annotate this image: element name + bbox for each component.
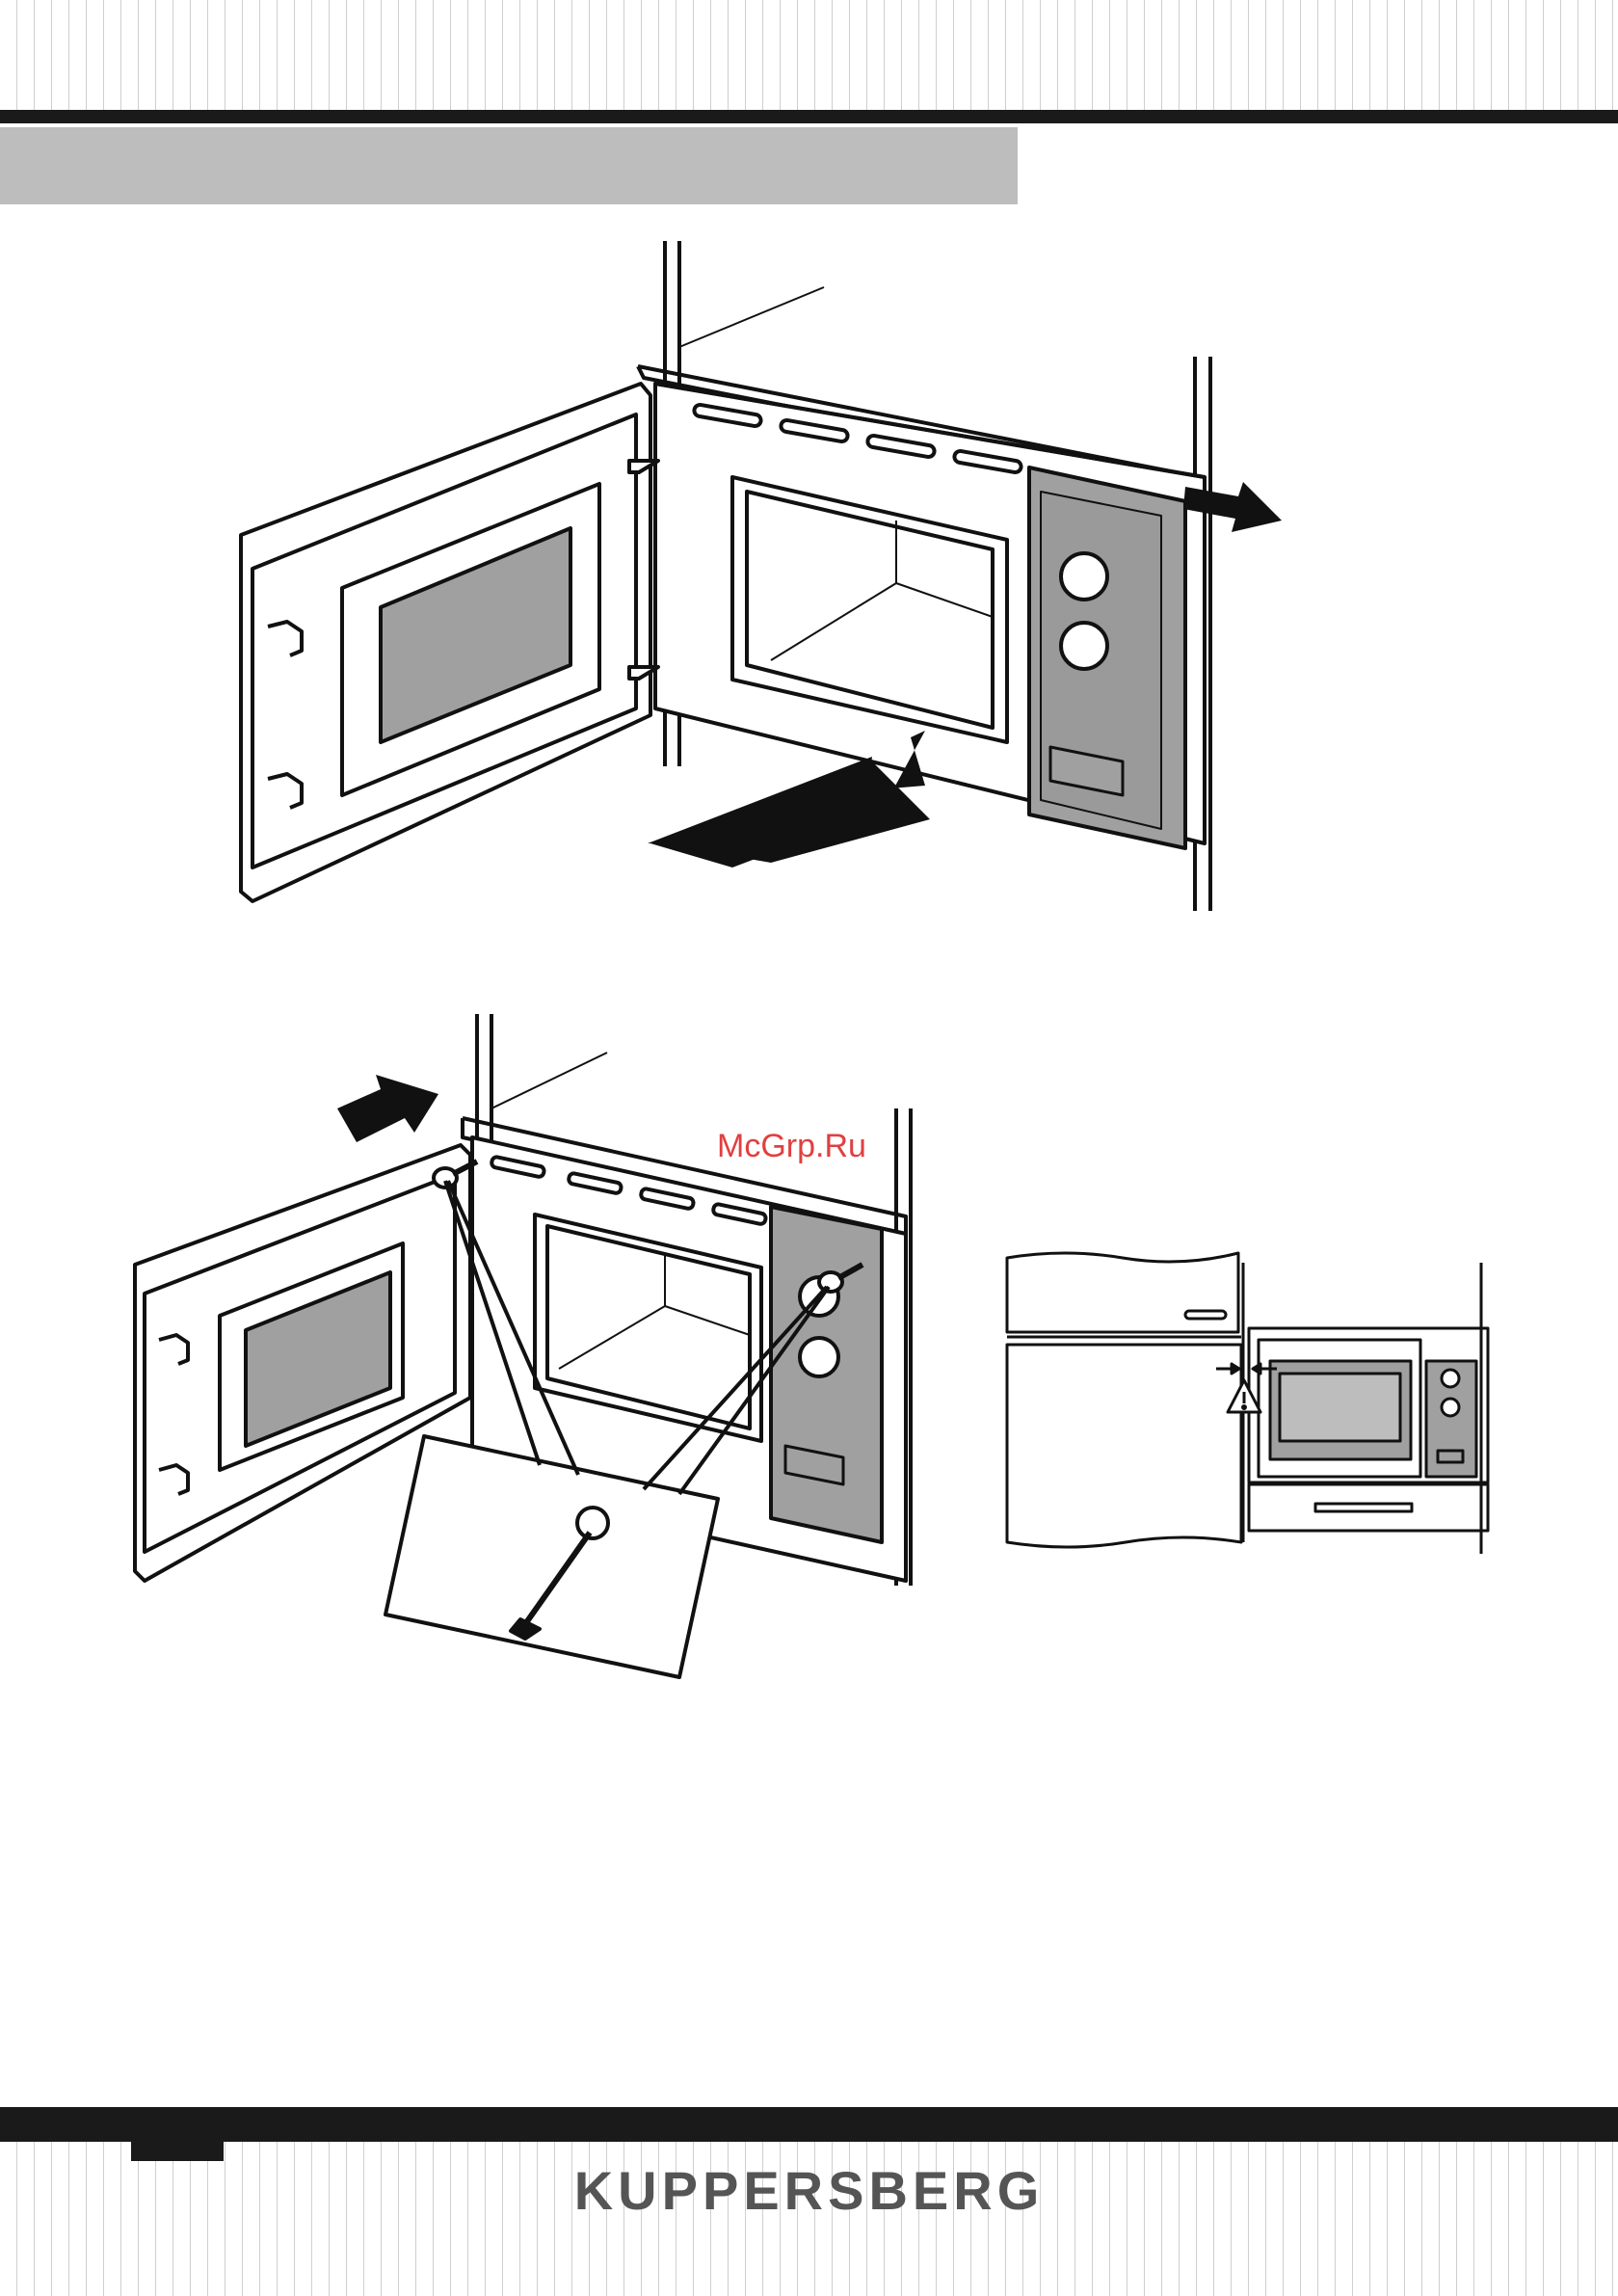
bottom-footer-bar xyxy=(0,2107,1618,2142)
open-door xyxy=(241,384,658,901)
microwave-front-icon xyxy=(1243,1263,1488,1554)
kitchen-cabinet-icon xyxy=(1007,1253,1241,1547)
watermark-text: McGrp.Ru xyxy=(717,1128,866,1165)
fig-insert-microwave xyxy=(241,241,1282,911)
control-panel-2 xyxy=(771,1207,882,1542)
fig-screw-fixing xyxy=(135,1014,911,1677)
fig-gap-warning xyxy=(1007,1253,1488,1554)
control-panel xyxy=(1029,467,1185,848)
page-number-tab xyxy=(131,2132,224,2161)
brand-logo: KUPPERSBERG xyxy=(0,2159,1618,2222)
push-arrow-2 xyxy=(337,1075,438,1142)
